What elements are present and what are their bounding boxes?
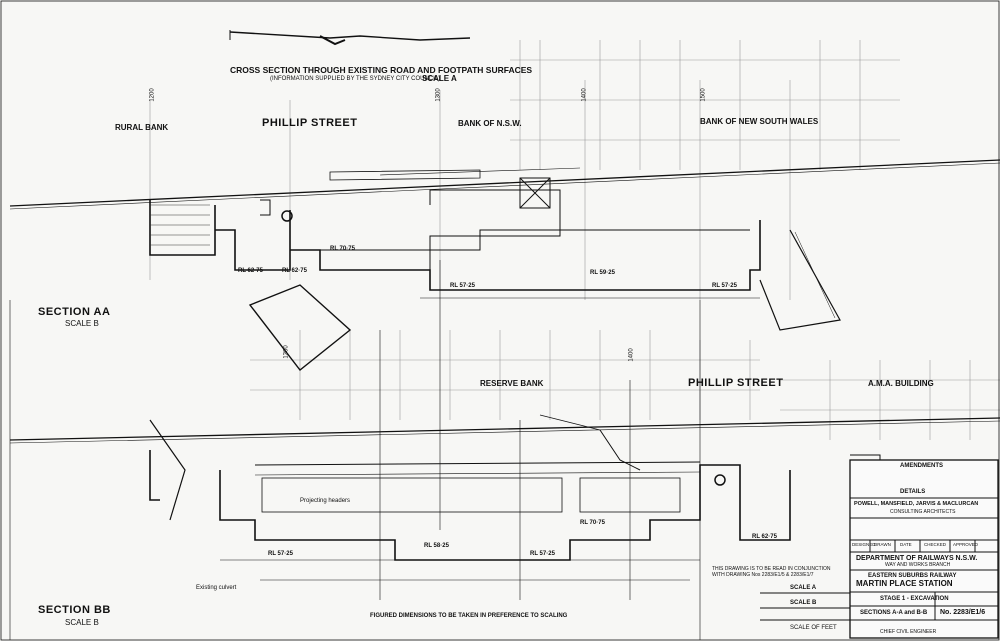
top-title-note: (INFORMATION SUPPLIED BY THE SYDNEY CITY…	[270, 76, 441, 82]
tb-drawing-no: No. 2283/E1/6	[940, 609, 986, 616]
aa-rl-5725: RL 57·25	[450, 283, 475, 289]
aa-excavation-outline	[149, 200, 761, 291]
bb-projecting-headers: Projecting headers	[300, 498, 351, 504]
bb-grid-1300: 1300	[283, 345, 290, 359]
scale-b-label: SCALE B	[790, 600, 817, 606]
scale-a-label: SCALE A	[790, 585, 817, 591]
tb-amendments: AMENDMENTS	[900, 463, 943, 469]
label-ama-building: A.M.A. BUILDING	[868, 379, 934, 388]
label-rural-bank: RURAL BANK	[115, 123, 169, 132]
bb-rl-5825: RL 58·25	[424, 543, 449, 549]
top-title: CROSS SECTION THROUGH EXISTING ROAD AND …	[230, 65, 533, 75]
tb-checked: CHECKED	[924, 542, 947, 547]
bb-excavation-outline	[149, 450, 791, 561]
tb-consultants: POWELL, MANSFIELD, JARVIS & MACLURCAN	[854, 501, 979, 507]
aa-culvert	[281, 210, 293, 222]
section-aa-title: SECTION AA	[38, 306, 111, 318]
bb-rl-5725: RL 57·25	[268, 551, 293, 557]
aa-rl-6275-a: RL 62·75	[238, 268, 263, 274]
tb-details: DETAILS	[900, 489, 926, 495]
read-note: THIS DRAWING IS TO BE READ IN CONJUNCTIO…	[712, 566, 831, 578]
aa-ground-line	[9, 159, 1000, 207]
figures-note: FIGURED DIMENSIONS TO BE TAKEN IN PREFER…	[370, 613, 568, 619]
bb-rl-7075: RL 70·75	[580, 520, 605, 526]
grid-1500: 1500	[700, 88, 707, 102]
aa-rl-5725-b: RL 57·25	[712, 283, 737, 289]
tb-engineer: CHIEF CIVIL ENGINEER	[880, 629, 937, 635]
bb-ground-line	[9, 417, 1000, 441]
tb-date: DATE	[900, 542, 912, 547]
tb-designed: DESIGNED	[852, 542, 876, 547]
tb-branch: WAY AND WORKS BRANCH	[885, 562, 951, 568]
tb-approved: APPROVED	[953, 542, 979, 547]
grid-1300: 1300	[435, 88, 442, 102]
title-block-frame	[849, 459, 999, 639]
bb-grid-1400: 1400	[628, 348, 635, 362]
tilted-block	[248, 284, 352, 371]
tb-stage: STAGE 1 - EXCAVATION	[880, 596, 949, 602]
aa-rl-6275-b: RL 62·75	[282, 268, 307, 274]
aa-rl-7075: RL 70·75	[330, 246, 355, 252]
bb-rl-5725-b: RL 57·25	[530, 551, 555, 557]
aa-shaft-box	[519, 177, 551, 209]
section-aa-scale: SCALE B	[65, 319, 99, 328]
tb-sections: SECTIONS A-A and B-B	[860, 610, 928, 616]
tb-drawn: DRAWN	[874, 542, 891, 547]
label-reserve-bank: RESERVE BANK	[480, 379, 544, 388]
bb-rl-6275: RL 62·75	[752, 534, 777, 540]
label-phillip-street-bb: PHILLIP STREET	[688, 377, 784, 389]
aa-rock-face	[759, 229, 841, 331]
tb-railway: EASTERN SUBURBS RAILWAY	[868, 573, 957, 579]
section-bb-title: SECTION BB	[38, 604, 111, 616]
section-bb-scale: SCALE B	[65, 618, 99, 627]
grid-lines-bb	[250, 330, 1000, 440]
bb-existing-culvert: Existing culvert	[196, 585, 237, 591]
label-bank-new-south-wales: BANK OF NEW SOUTH WALES	[700, 117, 819, 126]
scale-feet-label: SCALE OF FEET	[790, 625, 837, 631]
projecting-headers-band	[261, 477, 563, 513]
tb-department: DEPARTMENT OF RAILWAYS N.S.W.	[856, 555, 978, 562]
road-profile	[229, 31, 471, 41]
grid-1200: 1200	[149, 88, 156, 102]
bb-culvert	[714, 474, 726, 486]
label-phillip-street-aa: PHILLIP STREET	[262, 117, 358, 129]
top-scale: SCALE A	[422, 74, 457, 83]
aa-rl-5925: RL 59·25	[590, 270, 615, 276]
grid-1400: 1400	[581, 88, 588, 102]
tb-consultants-role: CONSULTING ARCHITECTS	[890, 509, 956, 515]
tb-station: MARTIN PLACE STATION	[856, 579, 953, 588]
grid-lines-aa	[149, 40, 900, 300]
label-bank-nsw: BANK OF N.S.W.	[458, 119, 522, 128]
